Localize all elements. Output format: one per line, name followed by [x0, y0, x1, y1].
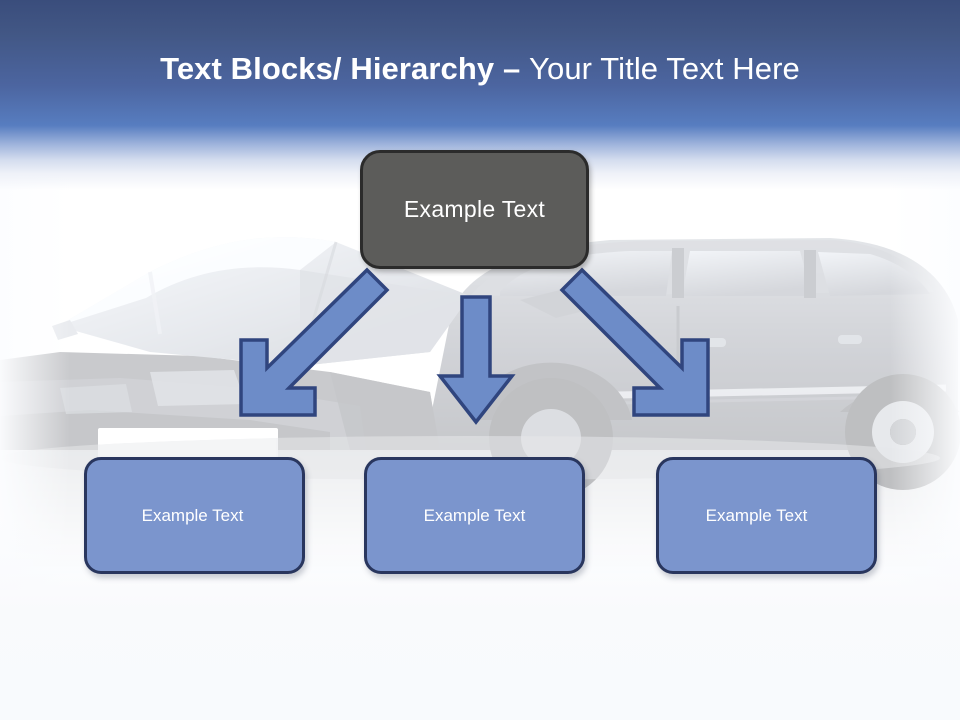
- hierarchy-child-node-3[interactable]: Example Text: [656, 457, 877, 574]
- hierarchy-child-node-3-label: Example Text: [705, 505, 808, 525]
- hierarchy-child-node-1[interactable]: Example Text: [84, 457, 305, 574]
- page-title: Text Blocks/ Hierarchy – Your Title Text…: [0, 50, 960, 88]
- hierarchy-top-node-label: Example Text: [403, 196, 546, 222]
- hierarchy-child-node-1-label: Example Text: [141, 505, 244, 525]
- hierarchy-top-node[interactable]: Example Text: [360, 150, 589, 269]
- hierarchy-child-node-2-label: Example Text: [423, 505, 526, 525]
- page-title-strong: Text Blocks/ Hierarchy –: [160, 51, 530, 86]
- hierarchy-child-node-2[interactable]: Example Text: [364, 457, 585, 574]
- page-title-light: Your Title Text Here: [529, 51, 800, 86]
